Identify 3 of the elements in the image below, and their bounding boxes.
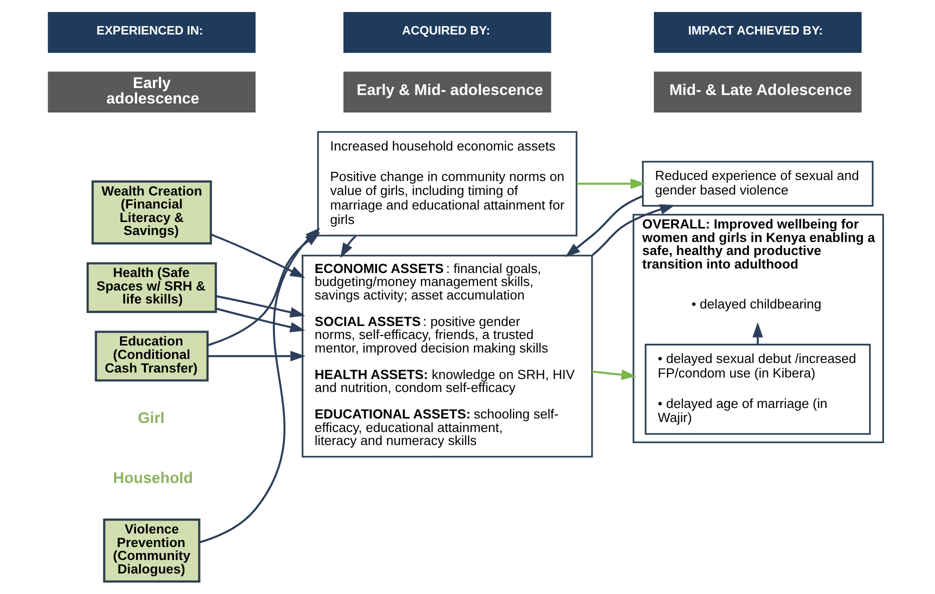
label: Girl — [137, 410, 164, 428]
node-text: • delayed childbearing — [690, 296, 821, 312]
label: Household — [112, 470, 192, 487]
